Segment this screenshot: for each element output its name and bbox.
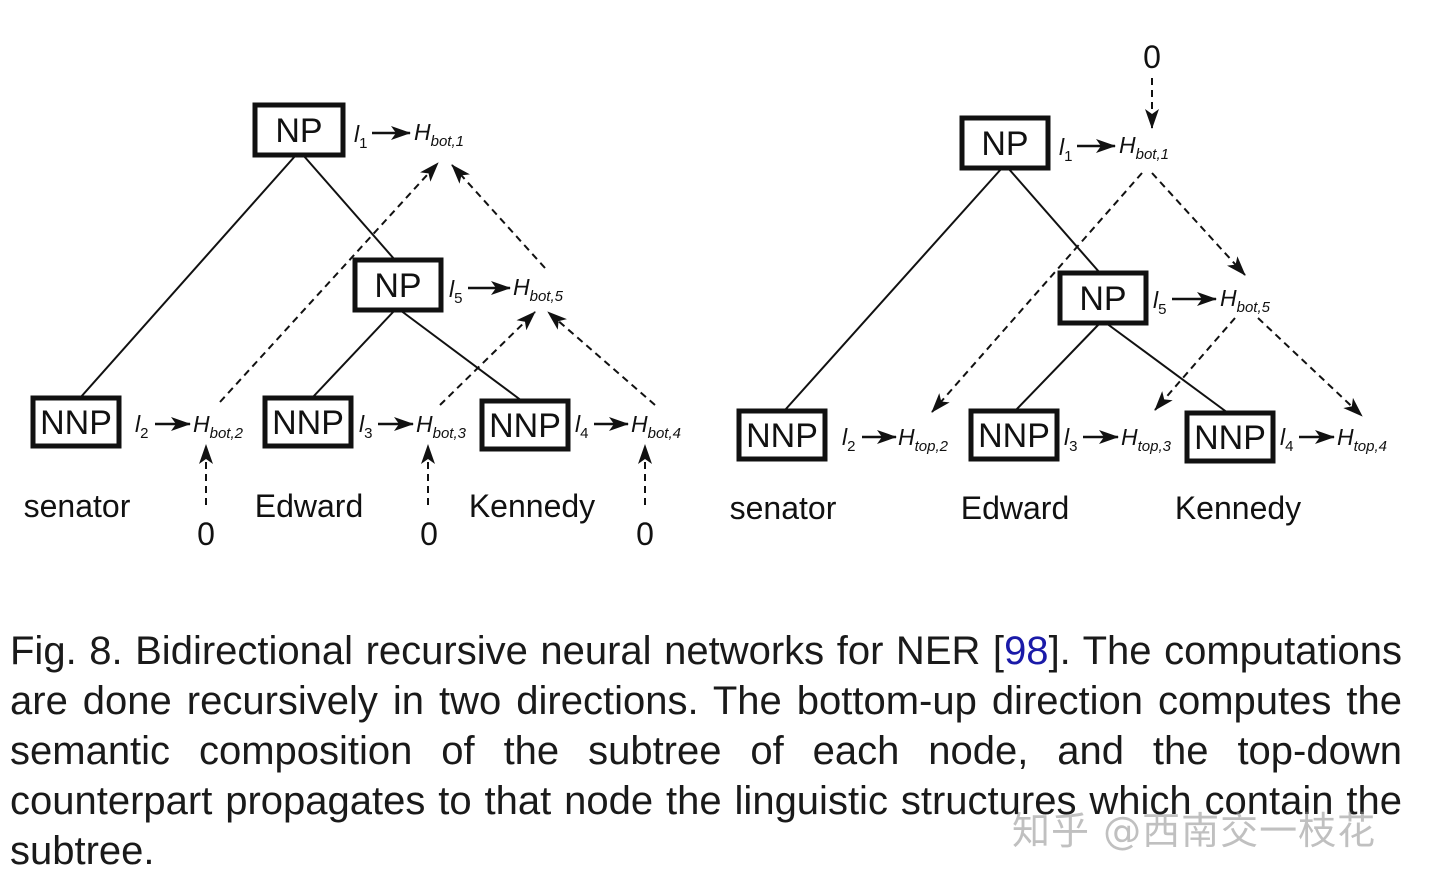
left-np-mid-label: NP xyxy=(374,267,421,305)
right-top-down-arrows xyxy=(931,78,1363,417)
left-nnp-2-box xyxy=(262,395,354,449)
caption-text-start: Fig. 8. Bidirectional recursive neural n… xyxy=(10,629,1005,673)
left-word-senator: senator xyxy=(24,488,131,524)
left-nnp-3-box xyxy=(479,398,571,452)
left-zero-3: 0 xyxy=(636,516,654,552)
left-np-root-box xyxy=(252,102,346,158)
caption-text-end: ]. The computations are done recursively… xyxy=(10,629,1402,873)
right-input-arrows xyxy=(862,139,1335,444)
left-zero-1: 0 xyxy=(197,516,215,552)
right-hidden-hbot5: Hbot,5 xyxy=(1220,285,1271,316)
left-word-kennedy: Kennedy xyxy=(469,488,595,524)
right-input-l3: l3 xyxy=(1064,424,1077,455)
left-input-arrows xyxy=(155,126,629,431)
left-nnp-2-label: NNP xyxy=(272,404,344,442)
left-hidden-hbot4: Hbot,4 xyxy=(631,411,681,442)
right-hidden-htop3: Htop,3 xyxy=(1121,424,1172,455)
watermark: 知乎 @西南交一枝花 xyxy=(1012,809,1377,853)
right-np-mid-box xyxy=(1057,270,1149,326)
right-zero-1: 0 xyxy=(1143,39,1161,75)
right-input-l2: l2 xyxy=(842,424,855,455)
right-hidden-htop4: Htop,4 xyxy=(1337,424,1387,455)
citation-link[interactable]: 98 xyxy=(1004,629,1049,673)
left-hidden-hbot5: Hbot,5 xyxy=(513,274,564,305)
left-input-l4: l4 xyxy=(575,411,588,442)
right-tree-edges xyxy=(784,167,1229,414)
right-nnp-3-box xyxy=(1184,410,1276,464)
left-bottom-up-arrows xyxy=(199,162,656,505)
left-np-root-label: NP xyxy=(275,112,322,150)
left-np-mid-box xyxy=(352,257,444,313)
left-nnp-1-box xyxy=(30,395,122,449)
right-input-l4: l4 xyxy=(1280,424,1293,455)
right-nnp-3-label: NNP xyxy=(1194,419,1266,457)
left-input-l1: l1 xyxy=(354,121,367,152)
left-zero-2: 0 xyxy=(420,516,438,552)
left-hidden-hbot1: Hbot,1 xyxy=(414,119,464,150)
left-input-l5: l5 xyxy=(449,276,462,307)
left-tree: NP NP NNP NNP NNP l1 l5 l2 l3 l4 Hbot,1 … xyxy=(24,102,681,552)
right-word-edward: Edward xyxy=(961,490,1070,526)
right-hidden-hbot1: Hbot,1 xyxy=(1119,132,1169,163)
right-np-mid-label: NP xyxy=(1079,280,1126,318)
figure-caption: Fig. 8. Bidirectional recursive neural n… xyxy=(10,626,1402,876)
right-hidden-htop2: Htop,2 xyxy=(898,424,949,455)
right-np-root-label: NP xyxy=(981,125,1028,163)
left-word-edward: Edward xyxy=(255,488,364,524)
right-nnp-2-box xyxy=(968,408,1060,462)
figure-diagram: NP NP NNP NNP NNP l1 l5 l2 l3 l4 Hbot,1 … xyxy=(24,39,1387,552)
left-nnp-3-label: NNP xyxy=(489,407,561,445)
left-nnp-1-label: NNP xyxy=(40,404,112,442)
right-nnp-1-box xyxy=(736,408,828,462)
left-hidden-hbot3: Hbot,3 xyxy=(416,411,467,442)
left-input-l2: l2 xyxy=(135,411,148,442)
right-np-root-box xyxy=(959,115,1051,171)
left-tree-edges xyxy=(79,154,523,402)
right-word-senator: senator xyxy=(730,490,837,526)
right-nnp-1-label: NNP xyxy=(746,417,818,455)
left-input-l3: l3 xyxy=(359,411,372,442)
right-word-kennedy: Kennedy xyxy=(1175,490,1301,526)
right-input-l1: l1 xyxy=(1059,134,1072,165)
left-hidden-hbot2: Hbot,2 xyxy=(193,411,244,442)
right-nnp-2-label: NNP xyxy=(978,417,1050,455)
right-tree: NP NP NNP NNP NNP l1 l5 l2 l3 l4 Hbot,1 … xyxy=(730,39,1387,526)
right-input-l5: l5 xyxy=(1153,287,1166,318)
